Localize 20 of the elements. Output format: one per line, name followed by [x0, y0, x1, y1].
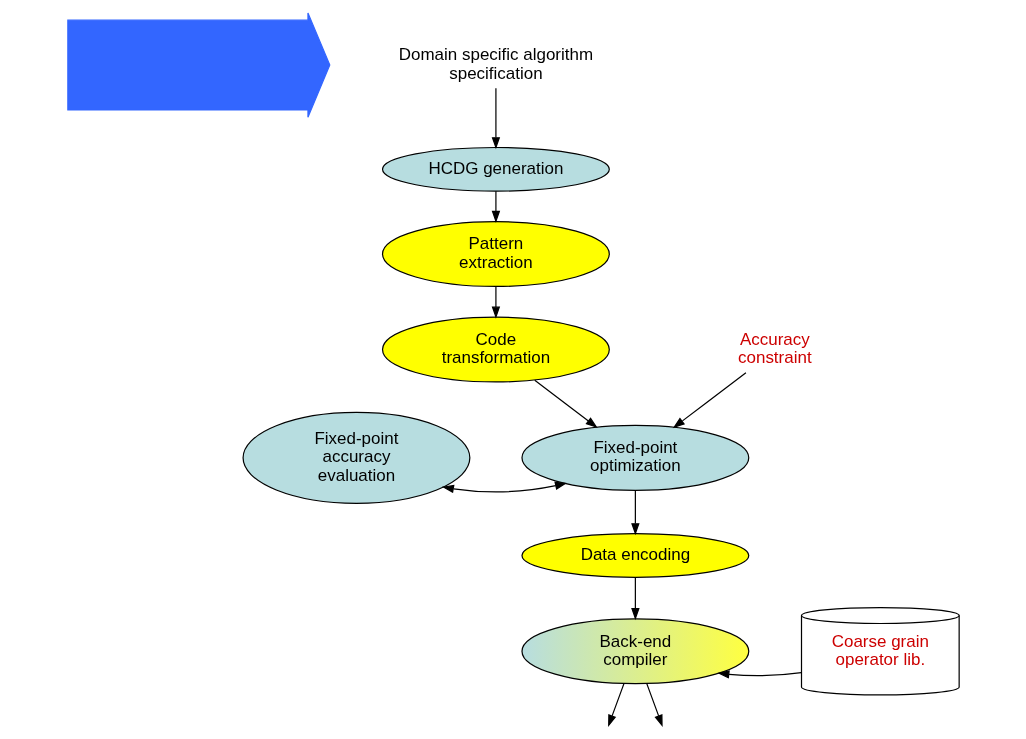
node-ellipse: HCDG generation — [381, 146, 610, 192]
arrow — [672, 372, 747, 429]
arrow — [607, 683, 624, 727]
arrow — [491, 87, 500, 150]
arrow — [441, 481, 567, 494]
node-text: Domain specific algorithm specification — [398, 45, 593, 83]
node-text: Accuracy constraint — [737, 329, 812, 368]
arrow — [491, 190, 500, 223]
node-ellipse: Back-end compiler — [520, 618, 749, 685]
node-arrow — [66, 12, 330, 118]
node-ellipse: Data encoding — [520, 533, 749, 578]
arrow — [533, 379, 598, 429]
arrow — [491, 286, 500, 319]
node-ellipse: Fixed-point accuracy evaluation — [241, 411, 470, 504]
arrow — [630, 576, 640, 621]
node-ellipse: Code transformation — [381, 316, 610, 383]
arrow — [645, 683, 663, 727]
arrow — [716, 670, 802, 679]
node-ellipse: Pattern extraction — [381, 221, 610, 288]
arrow — [630, 490, 640, 536]
